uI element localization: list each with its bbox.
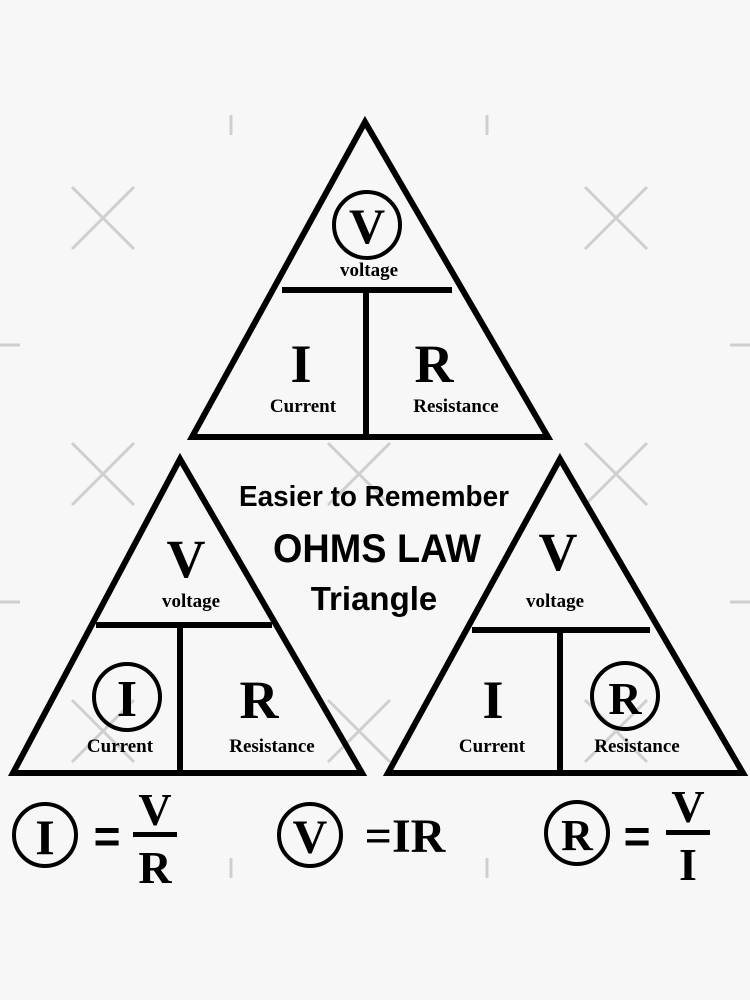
circle-marker	[332, 190, 402, 260]
label-current: Current	[270, 396, 337, 417]
label-current: Current	[87, 736, 154, 757]
circle-marker	[92, 662, 162, 732]
formula-denominator: R	[138, 842, 172, 893]
triangle-current: V voltage I Current R Resistance	[8, 452, 368, 776]
title-line-2: OHMS LAW	[273, 527, 481, 571]
label-voltage: voltage	[526, 591, 584, 612]
formula-resistance: R = V I	[544, 781, 710, 890]
triangle-voltage: V voltage I Current R Resistance	[186, 115, 554, 440]
formula-denominator: I	[679, 839, 697, 890]
formula-current: I = V R	[12, 784, 177, 893]
symbol-i: I	[290, 334, 311, 394]
formula-voltage: V =IR	[277, 802, 447, 868]
label-resistance: Resistance	[594, 736, 679, 757]
symbol-r: R	[608, 673, 642, 724]
symbol-i: I	[482, 670, 503, 730]
formula-equals: =	[624, 810, 651, 862]
symbol-r: R	[240, 670, 280, 730]
circle-marker	[590, 661, 660, 731]
symbol-v: V	[539, 522, 578, 582]
formula-numerator: V	[671, 781, 704, 832]
formula-subject: R	[561, 811, 594, 860]
formula-equals: =IR	[365, 810, 447, 863]
watermark-pattern	[0, 115, 750, 878]
triangle-resistance: V voltage I Current R Resistance	[382, 452, 749, 776]
title-block: Easier to Remember OHMS LAW Triangle	[239, 481, 509, 617]
formula-subject: I	[35, 809, 54, 865]
label-voltage: voltage	[162, 591, 220, 612]
title-line-3: Triangle	[311, 580, 438, 617]
symbol-i: I	[117, 671, 137, 728]
label-resistance: Resistance	[229, 736, 314, 757]
label-current: Current	[459, 736, 526, 757]
title-line-1: Easier to Remember	[239, 481, 509, 513]
symbol-v: V	[349, 198, 385, 254]
label-resistance: Resistance	[413, 396, 498, 417]
formula-numerator: V	[138, 784, 171, 835]
formula-equals: =	[94, 810, 121, 862]
symbol-v: V	[167, 529, 206, 589]
label-voltage: voltage	[340, 260, 398, 281]
formula-subject: V	[293, 811, 328, 864]
symbol-r: R	[415, 334, 455, 394]
